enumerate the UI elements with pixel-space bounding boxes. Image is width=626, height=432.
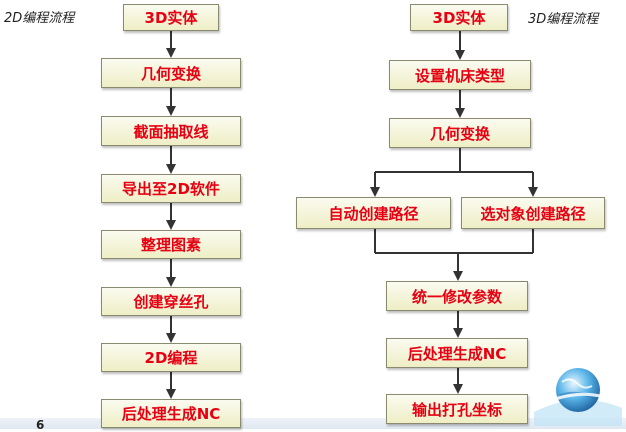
- left-step-6: 创建穿丝孔: [101, 287, 241, 316]
- right-step-4: 统一修改参数: [386, 281, 528, 311]
- right-step-1: 3D实体: [410, 4, 508, 31]
- left-step-5: 整理图素: [101, 230, 241, 259]
- bottom-band: [0, 418, 626, 429]
- globe-icon: [532, 368, 624, 426]
- left-step-4: 导出至2D软件: [101, 174, 241, 203]
- left-flow-caption: 2D编程流程: [4, 11, 75, 26]
- left-step-7: 2D编程: [101, 343, 241, 372]
- right-step-3: 几何变换: [389, 118, 531, 148]
- right-branch-1: 自动创建路径: [296, 197, 451, 229]
- right-step-6: 输出打孔坐标: [386, 394, 528, 424]
- right-flow-caption: 3D编程流程: [528, 12, 599, 27]
- left-step-3: 截面抽取线: [101, 116, 241, 146]
- page-number: 6: [36, 418, 45, 432]
- left-step-1: 3D实体: [123, 4, 219, 31]
- right-step-2: 设置机床类型: [389, 60, 531, 90]
- right-step-5: 后处理生成NC: [386, 338, 528, 368]
- left-step-8: 后处理生成NC: [101, 399, 241, 428]
- right-branch-2: 选对象创建路径: [461, 197, 605, 229]
- left-step-2: 几何变换: [101, 58, 241, 88]
